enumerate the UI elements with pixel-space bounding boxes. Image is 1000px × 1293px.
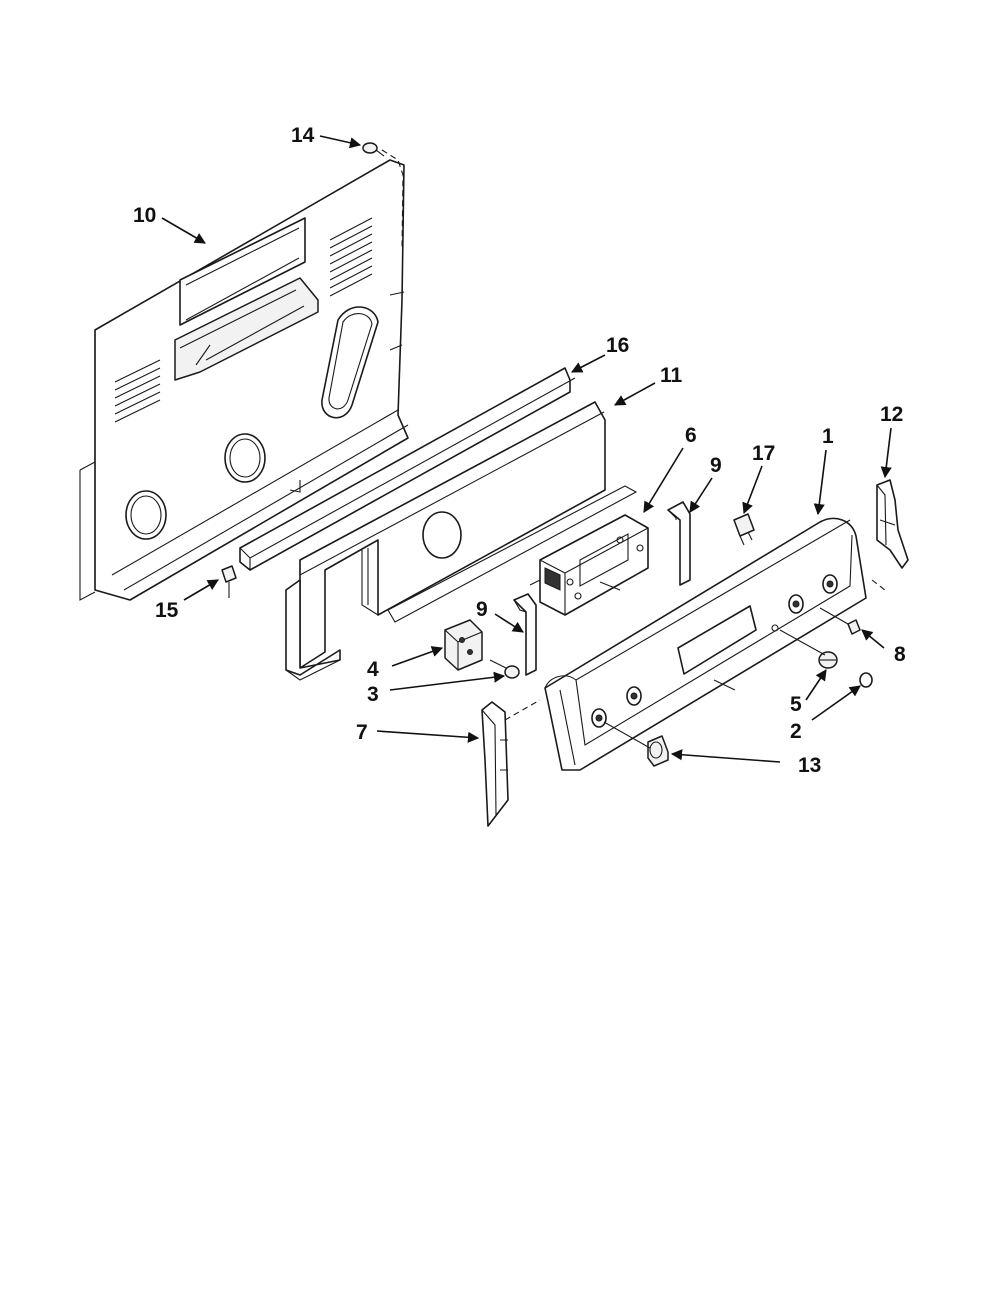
callout-6: 6 bbox=[685, 424, 697, 447]
callout-1: 1 bbox=[822, 425, 834, 448]
screw-part-8 bbox=[847, 619, 861, 635]
switch-part-4 bbox=[444, 619, 483, 671]
end-cap-left-part-7 bbox=[481, 699, 541, 827]
callout-3: 3 bbox=[367, 683, 379, 706]
leader-lines bbox=[161, 135, 892, 763]
rear-panel-part-10 bbox=[79, 149, 409, 601]
callout-4: 4 bbox=[367, 658, 379, 681]
callout-5: 5 bbox=[790, 693, 802, 716]
bracket-strip-part-16 bbox=[239, 367, 576, 571]
screw-part-15 bbox=[221, 565, 237, 598]
callout-17: 17 bbox=[752, 442, 775, 465]
manifold-panel-part-11 bbox=[285, 401, 638, 681]
knob-base-part-5 bbox=[818, 651, 838, 669]
control-console-part-1 bbox=[544, 517, 867, 771]
callout-7: 7 bbox=[356, 721, 368, 744]
callout-16: 16 bbox=[606, 334, 629, 357]
clip-part-9-lower bbox=[513, 593, 537, 676]
knob-insert-part-2 bbox=[859, 672, 873, 688]
end-cap-right-part-12 bbox=[871, 479, 909, 591]
callout-10: 10 bbox=[133, 204, 156, 227]
callout-9-upper: 9 bbox=[710, 454, 722, 477]
callout-8: 8 bbox=[894, 643, 906, 666]
vent-louvers-left bbox=[114, 359, 161, 423]
callout-13: 13 bbox=[798, 754, 821, 777]
callout-9-lower: 9 bbox=[476, 598, 488, 621]
screw-part-3 bbox=[489, 659, 520, 679]
callout-2: 2 bbox=[790, 720, 802, 743]
knob-part-13 bbox=[647, 735, 669, 767]
callout-labels: 14 10 16 11 6 9 17 1 12 15 9 4 3 7 8 5 2… bbox=[133, 124, 906, 777]
screw-part-14 bbox=[362, 142, 385, 157]
control-module-part-6 bbox=[529, 514, 649, 616]
callout-15: 15 bbox=[155, 599, 179, 622]
switch-part-17 bbox=[733, 513, 755, 546]
clip-part-9-upper bbox=[667, 501, 691, 586]
callout-14: 14 bbox=[291, 124, 315, 147]
callout-11: 11 bbox=[660, 364, 683, 387]
vent-louvers-right bbox=[329, 217, 373, 297]
callout-12: 12 bbox=[880, 403, 903, 426]
